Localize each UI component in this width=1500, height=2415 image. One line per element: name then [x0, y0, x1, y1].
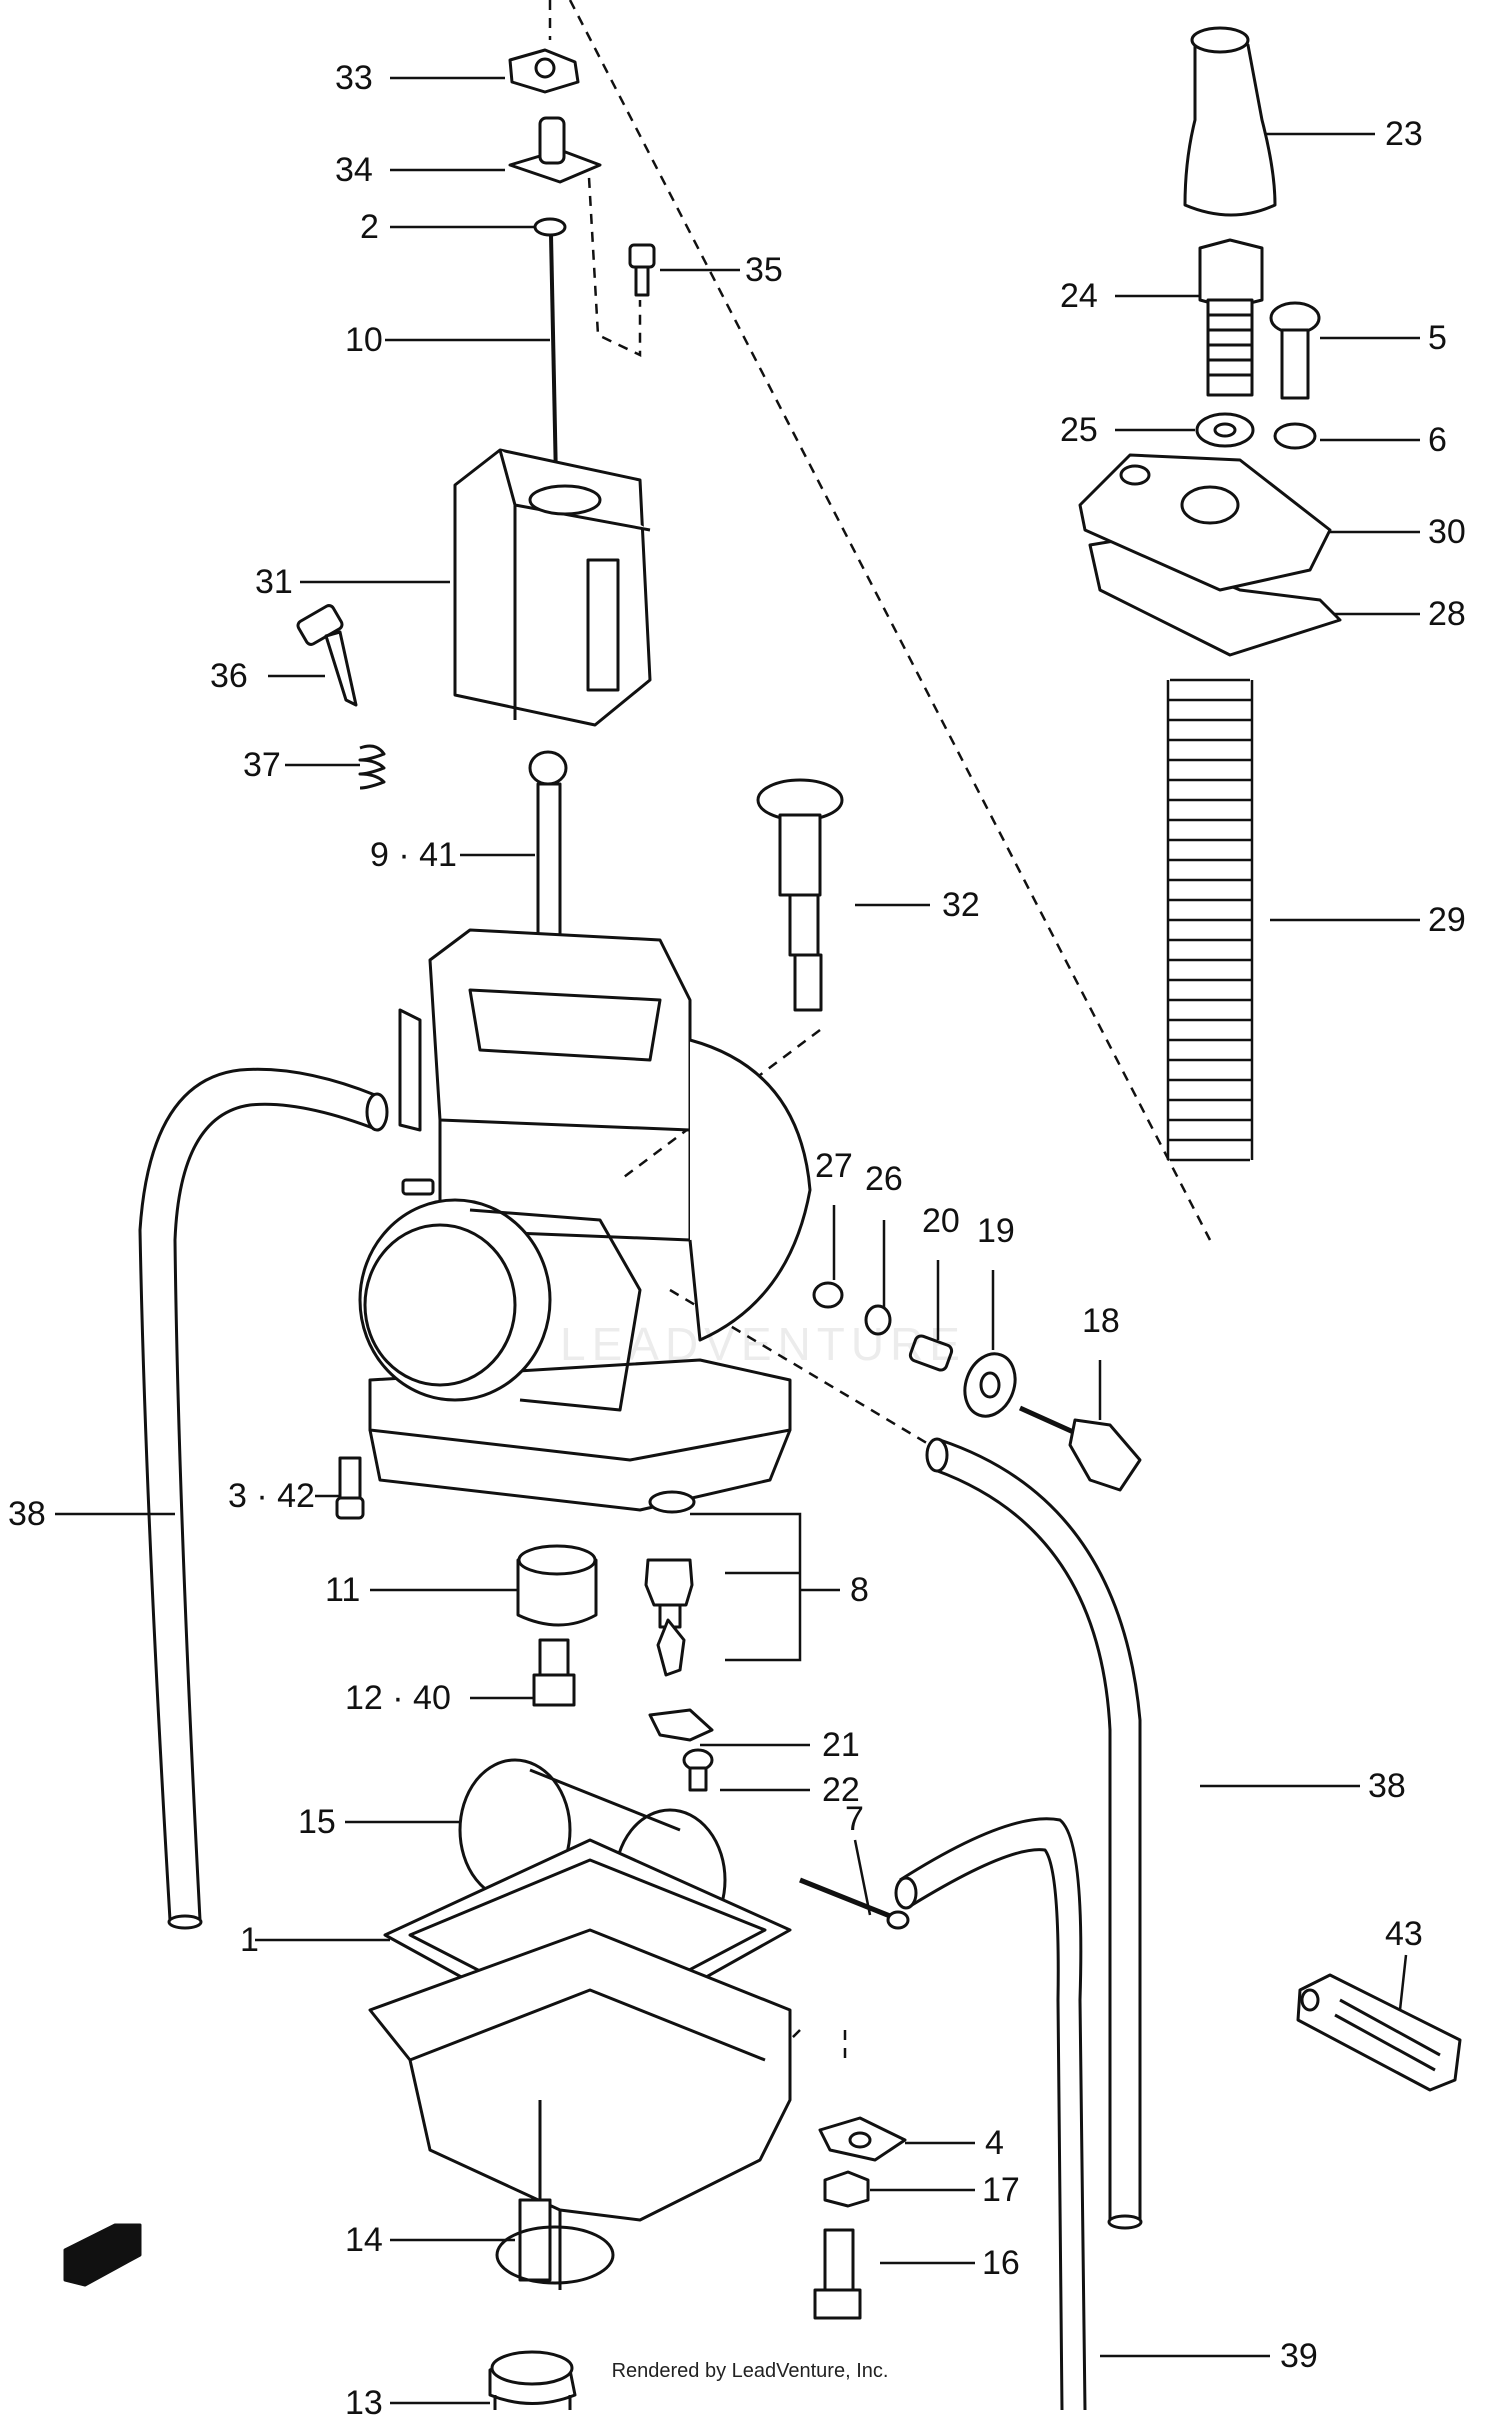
- part-9-41-needle-jet: [528, 750, 568, 951]
- callout-31: 31: [255, 563, 293, 601]
- part-14-o-ring: [495, 2225, 615, 2285]
- part-38-right-hose: [925, 1437, 1143, 2230]
- callout-24: 24: [1060, 277, 1098, 315]
- callout-39: 39: [1280, 2337, 1318, 2375]
- callout-22: 22: [822, 1771, 860, 1809]
- callout-36: 36: [210, 657, 248, 695]
- callout-labels: 33 34 2 35 10 31 36 37 9 · 41 23 24 5 25…: [8, 59, 1466, 2415]
- callout-21: 21: [822, 1726, 860, 1764]
- callout-15: 15: [298, 1803, 336, 1841]
- callout-25: 25: [1060, 411, 1098, 449]
- part-43-clip: [1296, 1973, 1462, 2092]
- front-arrow-icon: [63, 2223, 142, 2287]
- callout-14: 14: [345, 2221, 383, 2259]
- part-8-needle-valve: [656, 1618, 686, 1677]
- part-34-plate: [508, 116, 602, 184]
- float-bowl: [368, 1928, 792, 2290]
- callout-3-42: 3 · 42: [228, 1477, 315, 1515]
- callout-6: 6: [1428, 421, 1447, 459]
- callout-2: 2: [360, 208, 379, 246]
- part-22-screw: [682, 1748, 714, 1792]
- callout-12-40: 12 · 40: [345, 1679, 451, 1717]
- callout-30: 30: [1428, 513, 1466, 551]
- callout-43: 43: [1385, 1915, 1423, 1953]
- part-10-needle: [549, 234, 558, 481]
- callout-34: 34: [335, 151, 373, 189]
- part-37-spring: [358, 744, 386, 790]
- callout-19: 19: [977, 1212, 1015, 1250]
- part-8-o-ring: [648, 1490, 696, 1514]
- callout-13: 13: [345, 2384, 383, 2415]
- part-6-washer: [1273, 422, 1317, 450]
- part-17-nut: [823, 2170, 870, 2208]
- callout-38-right: 38: [1368, 1767, 1406, 1805]
- callout-26: 26: [865, 1160, 903, 1198]
- part-24-adjuster: [1198, 238, 1264, 397]
- callout-37: 37: [243, 746, 281, 784]
- part-30-top-cover: [1078, 453, 1332, 592]
- callout-32: 32: [942, 886, 980, 924]
- part-38-left-hose: [138, 1067, 389, 1930]
- callout-29: 29: [1428, 901, 1466, 939]
- part-29-spring: [1166, 678, 1254, 1162]
- leader-lines: [55, 76, 1420, 2405]
- part-27-washer: [812, 1281, 844, 1309]
- callout-10: 10: [345, 321, 383, 359]
- callout-18: 18: [1082, 1302, 1120, 1340]
- part-23-rubber-cap: [1183, 26, 1277, 217]
- part-12-40-main-jet: [532, 1638, 576, 1707]
- part-19-washer: [963, 1352, 1017, 1418]
- part-5-screw: [1269, 301, 1321, 400]
- part-36-air-screw: [296, 604, 358, 707]
- callout-38-left: 38: [8, 1495, 46, 1533]
- part-32-starter-plunger: [756, 778, 844, 1012]
- callout-16: 16: [982, 2244, 1020, 2282]
- callout-20: 20: [922, 1202, 960, 1240]
- part-13-drain-plug: [488, 2350, 577, 2410]
- part-8-valve-seat: [644, 1558, 694, 1629]
- callout-23: 23: [1385, 115, 1423, 153]
- part-26-o-ring: [864, 1304, 892, 1336]
- callout-9-41: 9 · 41: [370, 836, 457, 874]
- callout-33: 33: [335, 59, 373, 97]
- part-20-spring: [908, 1334, 954, 1372]
- part-39-hose: [894, 1817, 1087, 2411]
- part-3-42-pilot-jet: [335, 1456, 365, 1520]
- callout-7: 7: [845, 1800, 864, 1838]
- part-31-throttle-valve: [453, 448, 652, 727]
- part-18-idle-screw: [1018, 1405, 1142, 1492]
- callout-27: 27: [815, 1147, 853, 1185]
- callout-1: 1: [240, 1921, 259, 1959]
- callout-11: 11: [325, 1571, 360, 1609]
- footer-credit: Rendered by LeadVenture, Inc.: [611, 2360, 889, 2382]
- part-33-cable-cap: [508, 48, 580, 94]
- carburetor-body: [358, 928, 812, 1512]
- callout-8: 8: [850, 1571, 869, 1609]
- part-16-screw: [813, 2228, 862, 2320]
- callout-28: 28: [1428, 595, 1466, 633]
- parts: [63, 26, 1462, 2411]
- part-4-plate: [818, 2116, 907, 2162]
- callout-17: 17: [982, 2171, 1020, 2209]
- watermark: LEADVENTURE: [560, 1318, 966, 1370]
- callout-5: 5: [1428, 319, 1447, 357]
- part-2-clip: [533, 217, 567, 237]
- part-35-screw: [628, 243, 656, 297]
- part-11-jet-holder: [516, 1544, 598, 1627]
- callout-35: 35: [745, 251, 783, 289]
- part-25-nut: [1195, 412, 1255, 448]
- part-21-float-arm: [648, 1708, 714, 1742]
- callout-4: 4: [985, 2124, 1004, 2162]
- part-7-float-pin: [799, 1877, 910, 1930]
